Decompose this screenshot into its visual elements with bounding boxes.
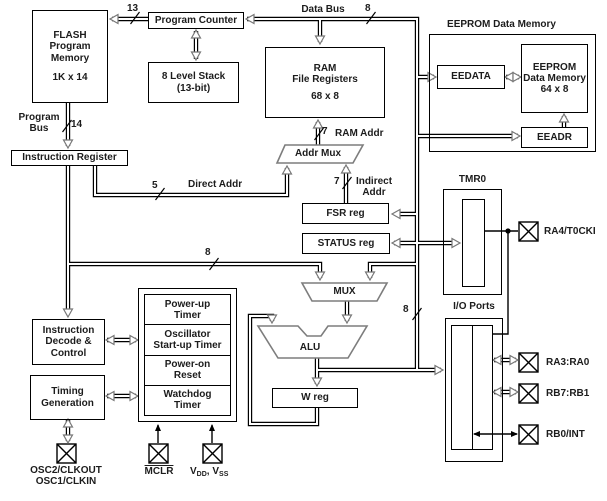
program-bus-label: Program Bus	[18, 112, 60, 135]
io-ports-outer-box	[445, 318, 503, 462]
indirect-addr-label: Indirect Addr	[355, 176, 393, 199]
tmr0-outer-box	[443, 189, 502, 295]
eeadr-box: EEADR	[521, 127, 588, 148]
mux-label: MUX	[333, 286, 356, 297]
rb0-pin-icon	[518, 424, 539, 445]
ra3-pin-icon	[518, 352, 539, 373]
stack-box: 8 Level Stack (13-bit)	[148, 62, 239, 103]
timers-inner-box: Power-up Timer Oscillator Start-up Timer…	[144, 294, 231, 416]
vss-v: V	[212, 466, 220, 477]
alu-shape	[256, 325, 369, 359]
osc-pin-icon	[56, 443, 77, 464]
eeprom-section-box	[429, 34, 596, 152]
addr-mux-shape	[275, 144, 365, 164]
vdd-sub: DD	[196, 471, 207, 478]
timing-generation-label: Timing Generation	[41, 386, 94, 409]
data-bus-label: Data Bus	[301, 4, 345, 15]
oscillator-start-up-timer-cell: Oscillator Start-up Timer	[145, 325, 230, 356]
eedata-label: EEDATA	[451, 71, 491, 83]
timers-outer-box	[138, 288, 237, 422]
w-reg-label: W reg	[301, 392, 329, 404]
ram-addr-width-label: 7	[322, 126, 328, 137]
mclr-pin-label: MCLR	[142, 466, 176, 477]
signal-wires	[157, 230, 518, 443]
ram-addr-label: RAM Addr	[335, 128, 384, 139]
w-reg-box: W reg	[272, 388, 358, 408]
rb0-pin-label: RB0/INT	[546, 429, 585, 440]
rb7-pin-label: RB7:RB1	[546, 388, 590, 399]
flash-program-memory-box: FLASH Program Memory 1K x 14	[32, 10, 108, 103]
io-ports-label: I/O Ports	[453, 301, 495, 312]
io-ports-inner-box	[451, 325, 493, 450]
watchdog-timer-cell: Watchdog Timer	[145, 386, 230, 415]
pc-bus-width-label: 13	[127, 3, 139, 14]
fsr-label: FSR reg	[326, 207, 365, 219]
alu-label: ALU	[299, 342, 321, 353]
power-sep: ,	[206, 466, 213, 477]
power-pin-icon	[202, 443, 223, 464]
power-up-timer-label: Power-up Timer	[164, 298, 211, 321]
ra4-pin-label: RA4/T0CKI	[544, 226, 596, 237]
mclr-overline-text: MCLR	[144, 466, 174, 477]
osc-pins-label: OSC2/CLKOUT OSC1/CLKIN	[30, 465, 102, 488]
eeprom-memory-label: EEPROM Data Memory 64 x 8	[523, 61, 586, 96]
program-counter-box: Program Counter	[148, 12, 244, 29]
program-counter-label: Program Counter	[154, 14, 238, 26]
io-port-a-half	[452, 326, 472, 449]
power-on-reset-label: Power-on Reset	[164, 359, 211, 382]
fsr-reg-box: FSR reg	[302, 203, 389, 224]
indirect-addr-width-label: 7	[334, 176, 340, 187]
ir-bus-width-label: 8	[205, 247, 211, 258]
timing-generation-box: Timing Generation	[30, 375, 105, 420]
flash-size: 1K x 14	[52, 71, 88, 83]
mux-alu-shapes	[256, 144, 389, 359]
ram-size: 68 x 8	[311, 91, 339, 103]
instruction-register-box: Instruction Register	[11, 150, 128, 166]
eeprom-section-label: EEPROM Data Memory	[447, 19, 556, 30]
alu-bus-width-label: 8	[403, 304, 409, 315]
direct-addr-label: Direct Addr	[188, 179, 243, 190]
program-bus-width-label: 14	[71, 119, 83, 130]
status-reg-box: STATUS reg	[302, 233, 390, 254]
rb7-pin-icon	[518, 383, 539, 404]
direct-addr-width-label: 5	[152, 180, 158, 191]
vss-sub: SS	[219, 471, 229, 478]
data-bus-width-label: 8	[365, 3, 371, 14]
eeadr-label: EEADR	[536, 131, 572, 143]
mclr-pin-icon	[148, 443, 169, 464]
eeprom-memory-box: EEPROM Data Memory 64 x 8	[521, 44, 588, 113]
ram-label: RAM File Registers	[292, 62, 358, 85]
flash-label: FLASH Program Memory	[49, 30, 91, 64]
eedata-box: EEDATA	[437, 65, 505, 89]
tmr0-label: TMR0	[458, 174, 487, 185]
bus-width-slashes	[62, 11, 422, 321]
ram-file-registers-box: RAM File Registers 68 x 8	[265, 47, 385, 118]
mux-shape	[300, 282, 389, 302]
pin-icons	[56, 221, 539, 464]
stack-label: 8 Level Stack (13-bit)	[161, 71, 226, 94]
power-up-timer-cell: Power-up Timer	[145, 295, 230, 326]
oscillator-start-up-timer-label: Oscillator Start-up Timer	[153, 328, 222, 351]
junction-dot	[505, 228, 511, 234]
addr-mux-label: Addr Mux	[294, 148, 342, 159]
instruction-decode-label: Instruction Decode & Control	[42, 325, 95, 359]
power-on-reset-cell: Power-on Reset	[145, 356, 230, 386]
io-port-b-half	[471, 326, 493, 449]
power-pins-label: VDD, VSS	[190, 466, 229, 478]
instruction-register-label: Instruction Register	[22, 152, 117, 164]
tmr0-inner-box	[462, 199, 485, 287]
status-label: STATUS reg	[317, 237, 375, 249]
vdd-v: V	[190, 466, 197, 477]
instruction-decode-box: Instruction Decode & Control	[32, 319, 105, 365]
watchdog-timer-label: Watchdog Timer	[163, 389, 212, 412]
ra3-pin-label: RA3:RA0	[546, 357, 590, 368]
ra4-pin-icon	[518, 221, 539, 242]
